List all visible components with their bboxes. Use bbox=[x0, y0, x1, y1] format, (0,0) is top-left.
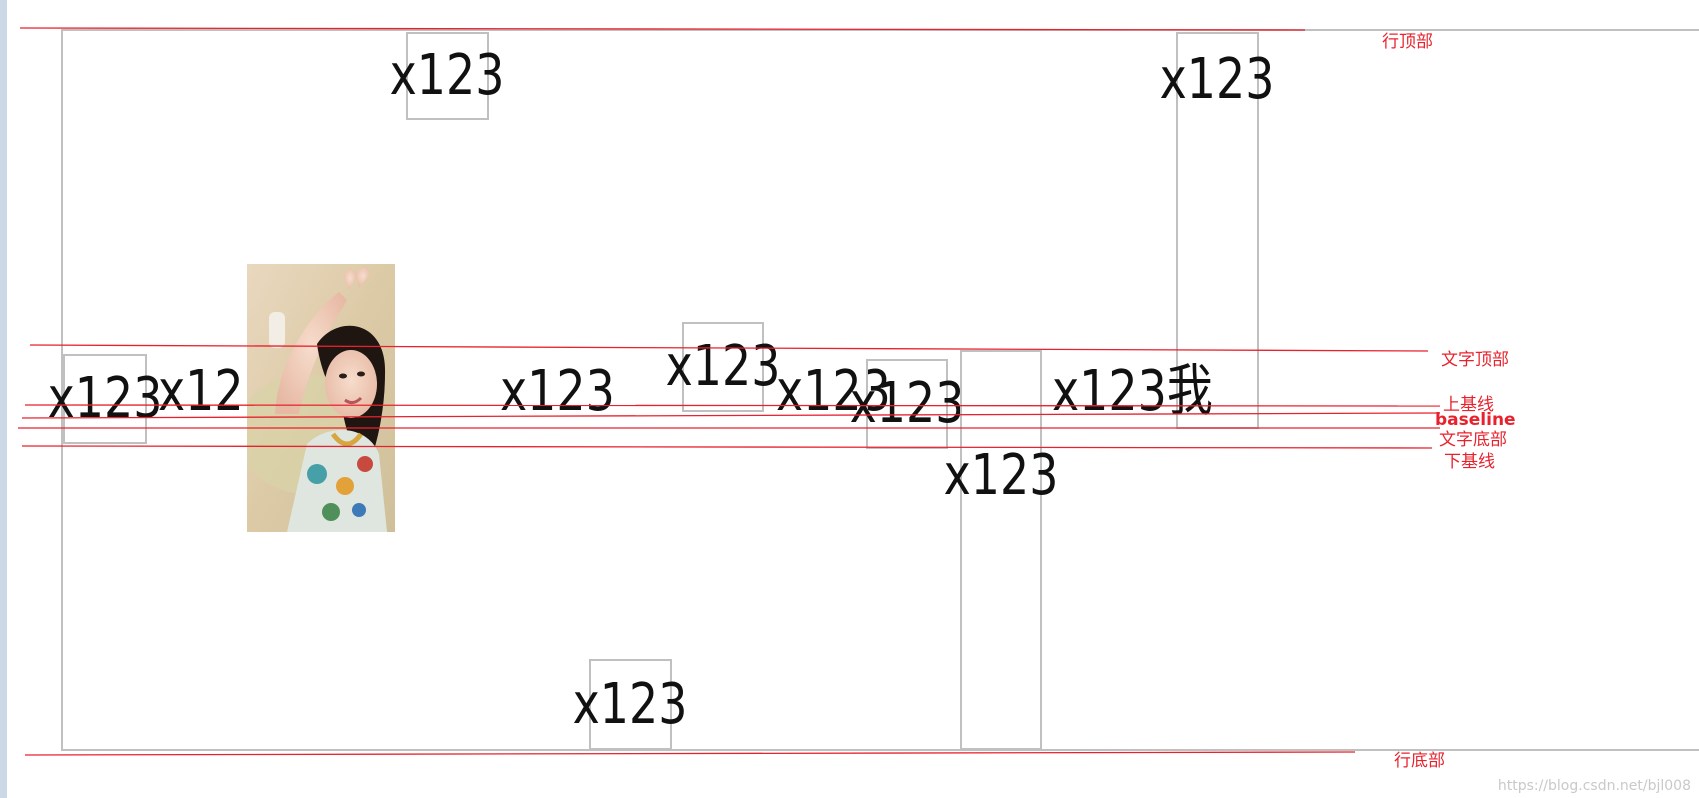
sample-text: x123 bbox=[849, 371, 965, 436]
line-top-guide bbox=[19, 27, 1306, 31]
sample-text-plain: x123 bbox=[776, 359, 891, 424]
sample-text-cn: x123我 bbox=[1052, 359, 1213, 424]
label-upper-baseline: 上基线 bbox=[1443, 395, 1494, 415]
sample-text: x123 bbox=[943, 443, 1059, 508]
line-box bbox=[61, 29, 1699, 751]
upper-baseline-guide bbox=[24, 404, 1441, 407]
watermark: https://blog.csdn.net/bjl008 bbox=[1497, 778, 1691, 794]
tall-bottom-box: x123 bbox=[944, 350, 1058, 750]
text-top-guide bbox=[29, 344, 1429, 352]
lower-baseline-guide bbox=[21, 445, 1433, 449]
baseline-guide bbox=[21, 412, 1441, 419]
tall-top-box: x123 bbox=[1160, 32, 1275, 429]
label-line-bottom: 行底部 bbox=[1394, 751, 1445, 771]
top-aligned-box: x123 bbox=[390, 32, 505, 120]
sample-photo bbox=[247, 264, 395, 532]
label-line-top: 行顶部 bbox=[1382, 32, 1433, 52]
line-bottom-guide bbox=[24, 751, 1356, 756]
label-text-top: 文字顶部 bbox=[1441, 350, 1509, 370]
sample-text: x123 bbox=[390, 43, 505, 108]
label-text-bottom: 文字底部 bbox=[1439, 430, 1507, 450]
window-left-edge bbox=[0, 0, 7, 798]
sample-text-plain: x123 bbox=[500, 359, 615, 424]
label-lower-baseline: 下基线 bbox=[1444, 452, 1495, 472]
label-baseline: baseline bbox=[1435, 410, 1516, 430]
lowered-box: x123 bbox=[850, 359, 964, 449]
sample-text: x123 bbox=[1160, 47, 1275, 112]
sample-text: x123 bbox=[573, 671, 688, 737]
bottom-aligned-box: x123 bbox=[573, 659, 688, 750]
